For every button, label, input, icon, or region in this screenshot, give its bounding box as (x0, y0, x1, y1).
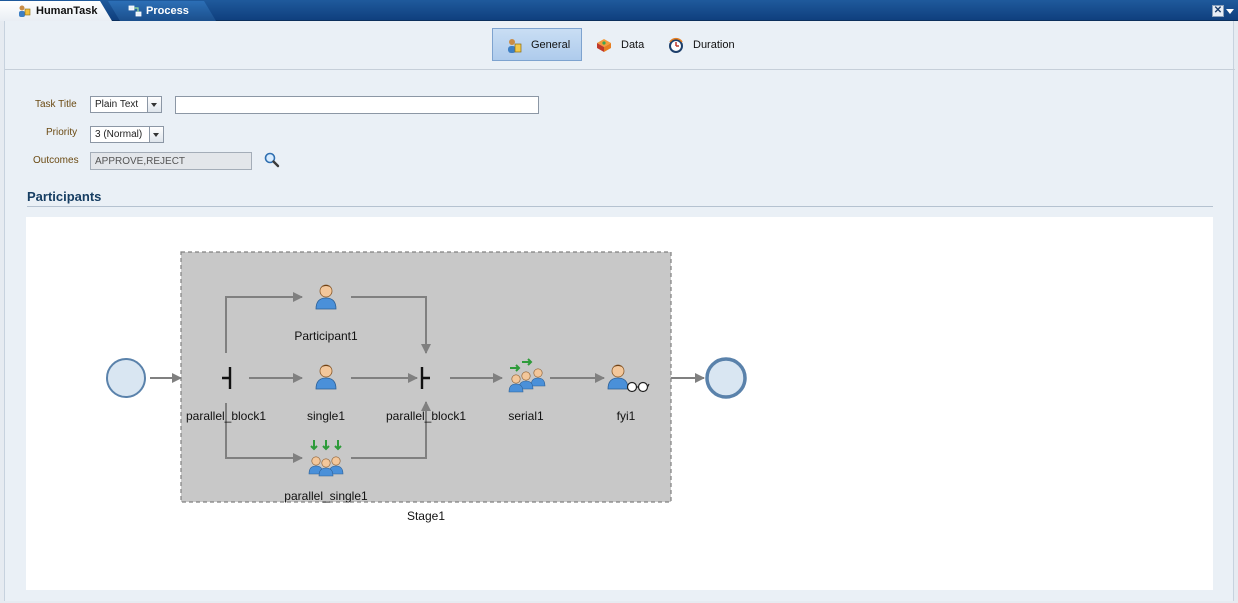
parallel-block-end-label: parallel_block1 (386, 409, 466, 423)
close-editor-button[interactable]: ✕ (1212, 5, 1224, 17)
fyi1-label: fyi1 (617, 409, 636, 423)
fyi1-node[interactable] (607, 364, 650, 393)
chevron-down-icon[interactable] (1226, 9, 1234, 14)
parallel-single1-node[interactable] (308, 440, 344, 477)
participants-canvas: Stage1 parallel_block1 (26, 217, 1213, 590)
tab-humantask[interactable]: HumanTask (0, 1, 112, 21)
editor-tab-bar: HumanTask Process ✕ (0, 0, 1238, 21)
outcomes-value: APPROVE,REJECT (95, 155, 186, 167)
parallel-block-end[interactable] (420, 367, 430, 389)
task-title-input[interactable] (175, 96, 539, 114)
process-icon (128, 5, 142, 17)
tab-process-label: Process (146, 5, 189, 17)
tab-general-label: General (531, 38, 571, 51)
priority-select[interactable]: 3 (Normal) (90, 126, 164, 143)
chevron-down-icon (147, 97, 161, 112)
tab-process[interactable]: Process (108, 1, 216, 21)
serial1-node[interactable] (508, 358, 546, 393)
section-divider (27, 206, 1213, 207)
outcomes-field: APPROVE,REJECT (90, 152, 252, 170)
task-title-mode-value: Plain Text (95, 99, 139, 110)
parallel-single1-label: parallel_single1 (284, 489, 368, 503)
search-icon[interactable] (263, 151, 281, 169)
close-icon: ✕ (1213, 5, 1223, 16)
tab-data[interactable]: Data (583, 28, 653, 61)
priority-label: Priority (46, 127, 78, 138)
chevron-down-icon (149, 127, 163, 142)
subtab-bar: General Data Duration (5, 21, 1235, 70)
outcomes-label: Outcomes (33, 155, 79, 166)
data-icon (597, 39, 611, 52)
task-title-label: Task Title (35, 99, 77, 110)
task-editor-panel: General Data Duration Task Title Plain T… (4, 21, 1235, 601)
priority-value: 3 (Normal) (95, 129, 143, 140)
general-icon (508, 39, 522, 53)
human-task-icon (19, 5, 31, 17)
tab-data-label: Data (621, 38, 645, 51)
tab-duration-label: Duration (693, 38, 735, 51)
single1-label: single1 (307, 409, 345, 423)
serial1-label: serial1 (508, 409, 544, 423)
connectors (150, 292, 705, 463)
task-title-mode-select[interactable]: Plain Text (90, 96, 162, 113)
stage-label: Stage1 (407, 509, 445, 523)
duration-icon (669, 37, 683, 53)
tab-duration[interactable]: Duration (655, 28, 745, 61)
participants-diagram: Stage1 parallel_block1 (106, 251, 747, 523)
tab-humantask-label: HumanTask (36, 5, 98, 17)
participant1-label: Participant1 (294, 329, 358, 343)
participants-title: Participants (27, 189, 102, 204)
start-event[interactable] (106, 358, 146, 398)
parallel-block-start[interactable] (222, 367, 232, 389)
end-event[interactable] (705, 357, 747, 399)
parallel-block-start-label: parallel_block1 (186, 409, 266, 423)
tab-general[interactable]: General (492, 28, 582, 61)
